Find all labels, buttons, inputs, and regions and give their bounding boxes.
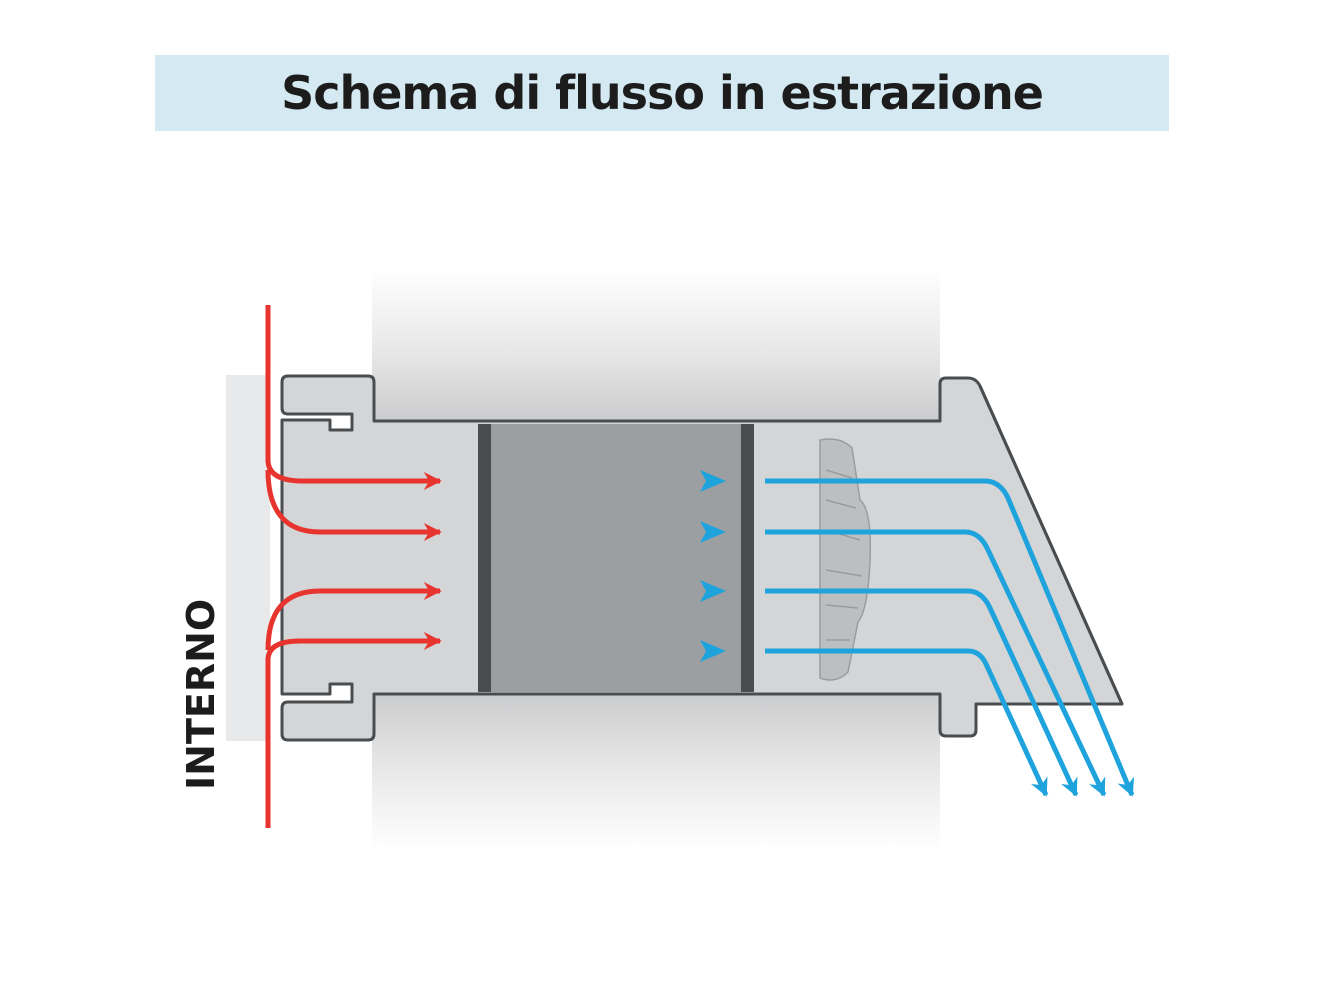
core-side-right [741, 424, 754, 692]
interior-label: INTERNO [179, 599, 223, 790]
outer-grille-edge [978, 385, 1124, 705]
outlet-flow-arrows [765, 478, 1135, 797]
inlet-stream-upper [265, 305, 442, 541]
exchange-core [484, 424, 747, 692]
wall-upper [372, 270, 940, 425]
title-banner: Schema di flusso in estrazione [155, 55, 1169, 131]
interior-wall-panel [226, 375, 270, 741]
core-flow-arrows [512, 470, 726, 662]
wall-lower [372, 690, 940, 850]
diagram-title: Schema di flusso in estrazione [281, 66, 1044, 120]
fan-impeller-icon [819, 438, 872, 681]
inlet-stream-lower [265, 582, 442, 828]
core-side-left [478, 424, 491, 692]
